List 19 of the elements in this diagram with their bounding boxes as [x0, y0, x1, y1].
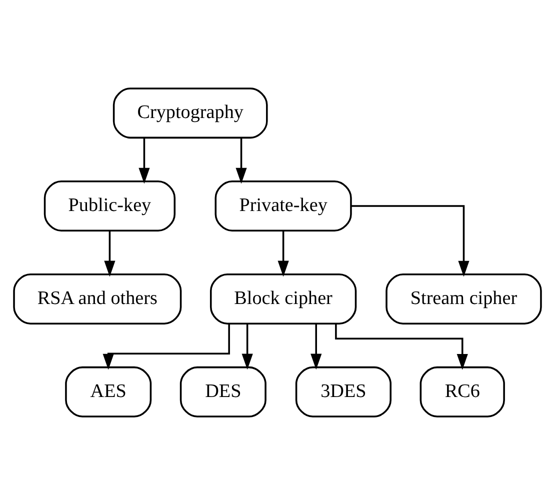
node-box: RC6 [420, 366, 505, 417]
arrow [102, 323, 230, 370]
arrow [351, 204, 470, 276]
node-box: Stream cipher [386, 272, 542, 324]
node-box: AES [65, 366, 152, 417]
node-box: Block cipher [210, 272, 357, 324]
arrow [242, 323, 253, 370]
arrow [138, 137, 150, 184]
arrow [278, 230, 289, 276]
arrow [310, 323, 322, 370]
arrow [335, 323, 468, 370]
node-box: Cryptography [112, 87, 268, 138]
node-box: 3DES [295, 366, 392, 417]
node-box: DES [180, 366, 266, 417]
node-box: Private-key [214, 180, 352, 232]
arrow [104, 230, 116, 276]
arrow [236, 137, 247, 184]
node-box: Public-key [44, 180, 176, 232]
node-box: RSA and others [13, 272, 182, 324]
